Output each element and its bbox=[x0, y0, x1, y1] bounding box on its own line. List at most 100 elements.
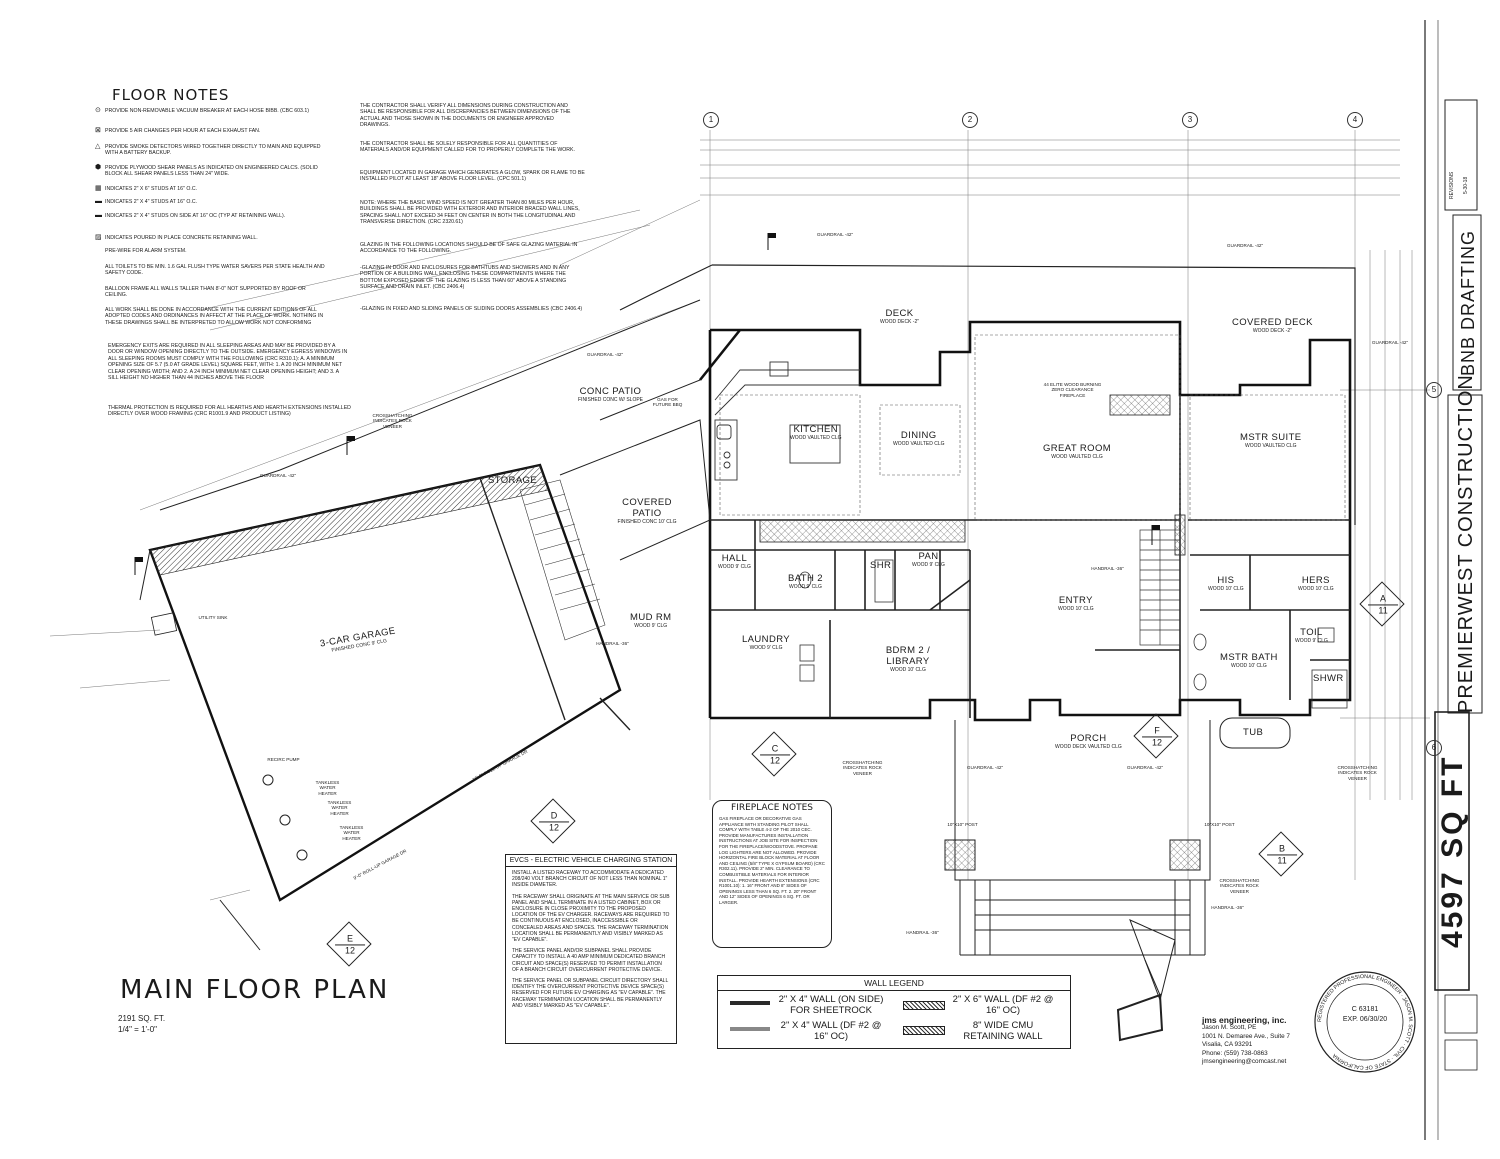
section-marker-sheet: 11 bbox=[1267, 854, 1298, 867]
rock-veneer bbox=[759, 519, 966, 543]
wall-legend-title: WALL LEGEND bbox=[718, 976, 1070, 991]
floor-note-item: PRE-WIRE FOR ALARM SYSTEM. bbox=[95, 248, 330, 254]
general-note: EQUIPMENT LOCATED IN GARAGE WHICH GENERA… bbox=[360, 170, 585, 183]
triangle-icon: △ bbox=[95, 143, 101, 150]
legend-label-3: 2" X 4" WALL (DF #2 @ 16" OC) bbox=[780, 1020, 882, 1042]
engineer-block: jms engineering, inc. Jason M. Scott, PE… bbox=[1202, 1016, 1290, 1066]
label-post-2: 10"X10" POST bbox=[1204, 822, 1235, 827]
label-guardrail-3: GUARDRAIL -42" bbox=[586, 352, 624, 357]
seal-center: C 63181 EXP. 06/30/20 bbox=[1340, 1005, 1390, 1025]
floor-notes-title: FLOOR NOTES bbox=[112, 86, 230, 104]
label-tankless-1: TANKLESS WATER HEATER bbox=[315, 780, 340, 796]
plan-scale: 1/4" = 1'-0" bbox=[118, 1025, 158, 1034]
floor-note-item: ⬢PROVIDE PLYWOOD SHEAR PANELS AS INDICAT… bbox=[95, 164, 330, 178]
deck-outline bbox=[711, 264, 1356, 525]
floor-note-text: BALLOON FRAME ALL WALLS TALLER THAN 8'-0… bbox=[105, 286, 306, 299]
label-utility-sink: UTILITY SINK bbox=[198, 615, 228, 620]
label-handrail-1: HANDRAIL -36" bbox=[596, 641, 629, 646]
seal-ring-textpath: REGISTERED PROFESSIONAL ENGINEER · JASON… bbox=[1317, 974, 1413, 1070]
floor-note-text: ALL WORK SHALL BE DONE IN ACCORDANCE WIT… bbox=[105, 307, 324, 326]
legend-swatch-2 bbox=[903, 1001, 945, 1010]
label-handrail-2: HANDRAIL -36" bbox=[906, 930, 939, 935]
legend-label-1: 2" X 4" WALL (ON SIDE) FOR SHEETROCK bbox=[778, 994, 884, 1016]
label-guardrail-6: GUARDRAIL -42" bbox=[966, 765, 1004, 770]
floor-note-text: PROVIDE PLYWOOD SHEAR PANELS AS INDICATE… bbox=[105, 165, 318, 178]
engineer-phone: Phone: (559) 738-0863 bbox=[1202, 1049, 1268, 1057]
evcs-item: THE SERVICE PANEL AND/OR SUBPANEL SHALL … bbox=[512, 948, 666, 973]
square-x-icon: ⊠ bbox=[95, 127, 101, 134]
evcs-item: THE SERVICE PANEL OR SUBPANEL CIRCUIT DI… bbox=[512, 978, 669, 1009]
section-marker-sheet: 12 bbox=[335, 944, 366, 957]
seal-exp: EXP. 06/30/20 bbox=[1342, 1016, 1388, 1023]
floor-note-item: ⊠ PROVIDE 5 AIR CHANGES PER HOUR AT EACH … bbox=[95, 127, 330, 134]
section-marker-letter: C bbox=[771, 743, 779, 754]
section-marker-letter: B bbox=[1279, 843, 1286, 854]
floor-note-text: PROVIDE NON-REMOVABLE VACUUM BREAKER AT … bbox=[105, 108, 309, 114]
north-arrow bbox=[1116, 919, 1176, 1042]
legend-swatch-1 bbox=[730, 1001, 770, 1005]
section-marker-letter: A bbox=[1380, 593, 1387, 604]
title-sq-ft: 4597 SQ FT bbox=[1436, 754, 1469, 948]
label-post-1: 10"X10" POST bbox=[947, 822, 978, 827]
hatch2-icon: ▨ bbox=[95, 234, 102, 241]
engineer-seal bbox=[1314, 971, 1416, 1073]
room-shr: SHR bbox=[870, 560, 892, 571]
label-guardrail-1: GUARDRAIL -42" bbox=[816, 232, 854, 237]
evcs-title: EVCS - ELECTRIC VEHICLE CHARGING STATION bbox=[506, 855, 676, 867]
label-rock-veneer-1: CROSSHATCHING INDICATES ROCK VENEER bbox=[372, 413, 413, 429]
floor-note-text: INDICATES 2" X 4" STUDS ON SIDE AT 16" O… bbox=[105, 213, 286, 219]
section-marker-letter: F bbox=[1154, 725, 1160, 736]
label-guardrail-2: GUARDRAIL -42" bbox=[1226, 243, 1264, 248]
general-note: -GLAZING IN DOOR AND ENCLOSURES FOR BATH… bbox=[360, 265, 570, 291]
title-date: 5-30-18 bbox=[1463, 176, 1469, 194]
bar-thin-icon: ▬ bbox=[95, 212, 102, 219]
bar-icon: ▬ bbox=[95, 198, 102, 205]
label-tankless-2: TANKLESS WATER HEATER bbox=[327, 800, 352, 816]
room-tub: TUB bbox=[1243, 727, 1264, 738]
floor-note-text: INDICATES 2" X 6" STUDS AT 16" O.C. bbox=[105, 186, 198, 192]
floor-note-text: INDICATES POURED IN PLACE CONCRETE RETAI… bbox=[105, 235, 258, 241]
hatch-icon: ▦ bbox=[95, 185, 102, 192]
grid-marker: 4 bbox=[1347, 112, 1363, 128]
thermal-note: THERMAL PROTECTION IS REQUIRED FOR ALL H… bbox=[108, 405, 351, 418]
section-marker-sheet: 11 bbox=[1368, 604, 1399, 617]
section-marker-letter: D bbox=[550, 810, 558, 821]
floor-note-item: ▬INDICATES 2" X 4" STUDS ON SIDE AT 16" … bbox=[95, 212, 330, 219]
general-note: NOTE: WHERE THE BASIC WIND SPEED IS NOT … bbox=[360, 200, 580, 226]
floor-note-text: PROVIDE 5 AIR CHANGES PER HOUR AT EACH E… bbox=[105, 128, 261, 134]
floor-note-text: PROVIDE SMOKE DETECTORS WIRED TOGETHER D… bbox=[105, 144, 321, 157]
exterior-walls bbox=[698, 320, 1352, 722]
seal-license: C 63181 bbox=[1351, 1006, 1379, 1013]
svg-text:REGISTERED PROFESSIONAL ENGINE: REGISTERED PROFESSIONAL ENGINEER · JASON… bbox=[1317, 974, 1413, 1070]
title-firm: PREMIERWEST CONSTRUCTION bbox=[1455, 374, 1477, 713]
grid-lines bbox=[49, 130, 1430, 901]
room-shwr: SHWR bbox=[1313, 673, 1344, 684]
floor-note-text: PRE-WIRE FOR ALARM SYSTEM. bbox=[105, 248, 187, 254]
section-marker-letter: E bbox=[347, 933, 354, 944]
section-marker-sheet: 12 bbox=[1142, 736, 1173, 749]
label-tankless-3: TANKLESS WATER HEATER bbox=[339, 825, 364, 841]
interior-stair bbox=[1139, 529, 1181, 646]
grid-marker: 6 bbox=[1426, 740, 1442, 756]
floor-note-item: BALLOON FRAME ALL WALLS TALLER THAN 8'-0… bbox=[95, 286, 330, 299]
fireplace-notes-text: GAS FIREPLACE OR DECORATIVE GAS APPLIANC… bbox=[719, 816, 825, 905]
label-rock-veneer-4: CROSSHATCHING INDICATES ROCK VENEER bbox=[1219, 878, 1260, 894]
floor-note-item: ▬INDICATES 2" X 4" STUDS AT 16" O.C. bbox=[95, 198, 330, 205]
title-revisions: REVISIONS bbox=[1449, 171, 1455, 199]
evcs-box: EVCS - ELECTRIC VEHICLE CHARGING STATION… bbox=[505, 854, 677, 1044]
porch bbox=[954, 720, 1211, 956]
legend-swatch-4 bbox=[903, 1026, 945, 1035]
label-fireplace: 44 ELITE WOOD BURNING ZERO CLEARANCE FIR… bbox=[1043, 382, 1102, 398]
fireplace-notes-box: FIREPLACE NOTES GAS FIREPLACE OR DECORAT… bbox=[712, 800, 832, 948]
